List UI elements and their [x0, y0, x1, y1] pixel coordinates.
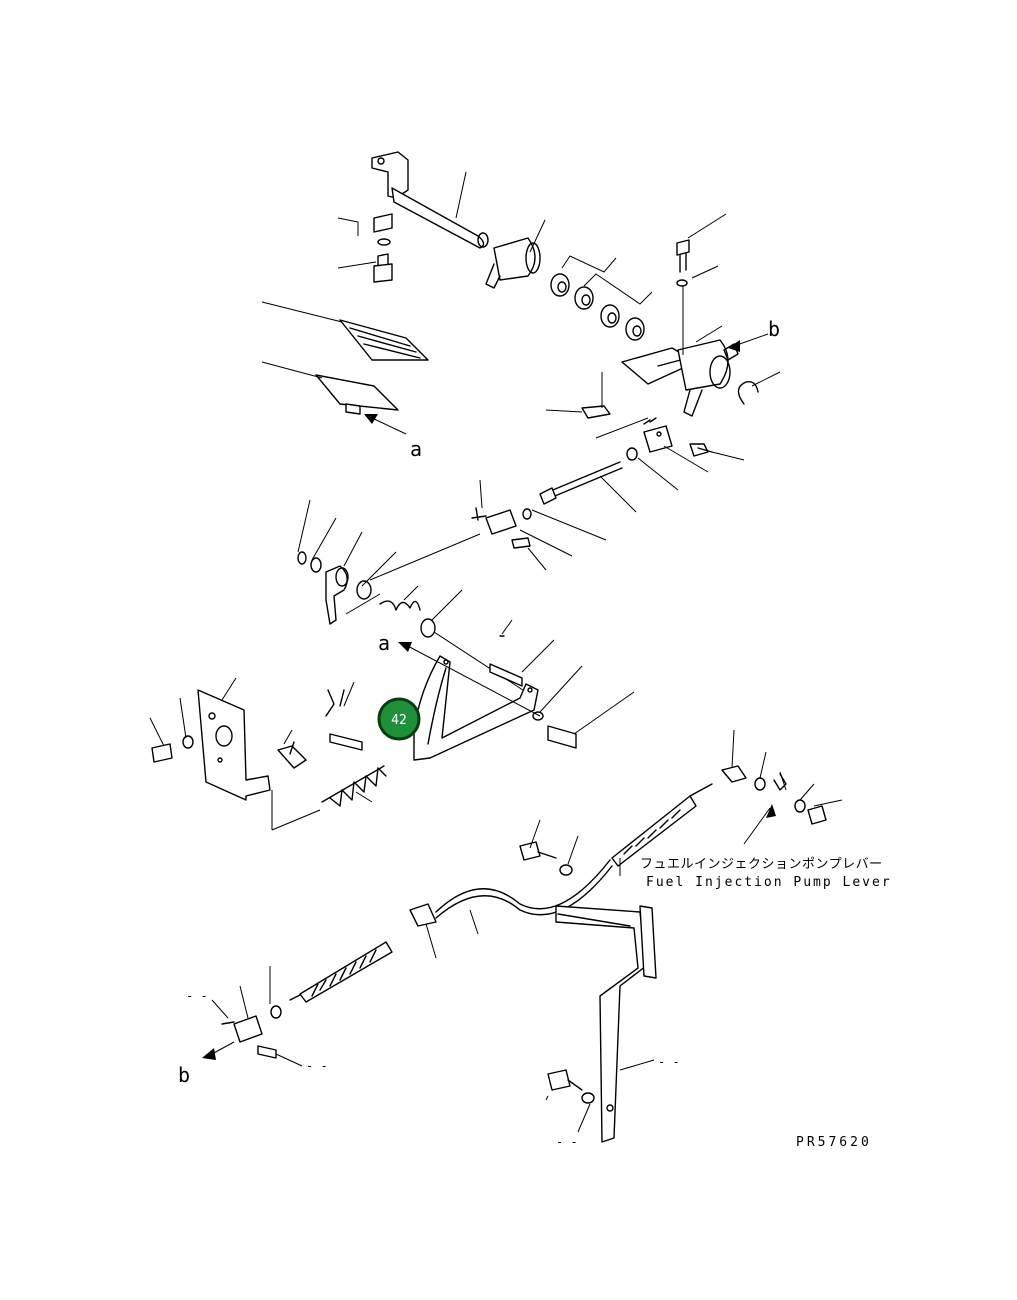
left-bracket [151, 689, 271, 801]
upper-bolt [676, 239, 690, 355]
ref-label-a-top: a [410, 437, 422, 461]
dash-label-3: - - [658, 1055, 680, 1069]
ref-arrow-b-top [728, 333, 769, 352]
pivot-pin [325, 689, 363, 751]
return-spring-mid [379, 600, 533, 697]
yoke-middle [471, 507, 532, 549]
throttle-sector [413, 655, 577, 761]
annotation-en: Fuel Injection Pump Lever [646, 875, 892, 890]
lever-bracket-upper [621, 339, 739, 417]
cable-end-fittings [721, 765, 827, 825]
ref-label-b-bottom: b [178, 1063, 190, 1087]
cable-bolt [519, 841, 573, 876]
return-spring-tab [581, 372, 611, 419]
rod-end-upper [626, 417, 713, 461]
pump-lever-arrow [743, 804, 776, 845]
drawing-number: PR57620 [796, 1135, 872, 1150]
dash-label-4: - - [556, 1135, 578, 1149]
ref-arrow-b-bottom [202, 1041, 235, 1060]
dash-label-1: - - [186, 989, 208, 1003]
dash-label-2: - - [306, 1059, 328, 1073]
annotation-jp: フュエルインジェクションポンプレバー [640, 857, 883, 872]
pedal-pad-lower [315, 374, 399, 415]
callout-marker-circle [379, 699, 419, 739]
stud-bolt [277, 741, 307, 769]
ref-arrow-a-mid [398, 642, 541, 717]
callout-marker-42[interactable]: 42 [377, 697, 421, 741]
snap-ring-upper [737, 381, 759, 405]
cable-yoke-lower [221, 1005, 282, 1059]
linkage-rod [539, 461, 623, 505]
shaft-bushing [485, 237, 541, 289]
pedal-shaft [371, 151, 489, 249]
leader-lines [149, 171, 843, 1133]
shaft-fasteners [373, 213, 393, 283]
ref-label-b-top: b [768, 317, 780, 341]
callout-marker-label: 42 [391, 713, 407, 728]
pin-upper [489, 635, 523, 687]
throttle-cable [289, 783, 713, 1003]
bushing-set [550, 273, 645, 341]
ref-label-a-mid: a [378, 631, 390, 655]
pedal-pad-upper [339, 319, 429, 361]
bellcrank-lever [297, 533, 481, 625]
ref-arrow-a-top [364, 414, 407, 435]
spring-rod [271, 765, 387, 831]
mounting-bracket [547, 905, 657, 1143]
